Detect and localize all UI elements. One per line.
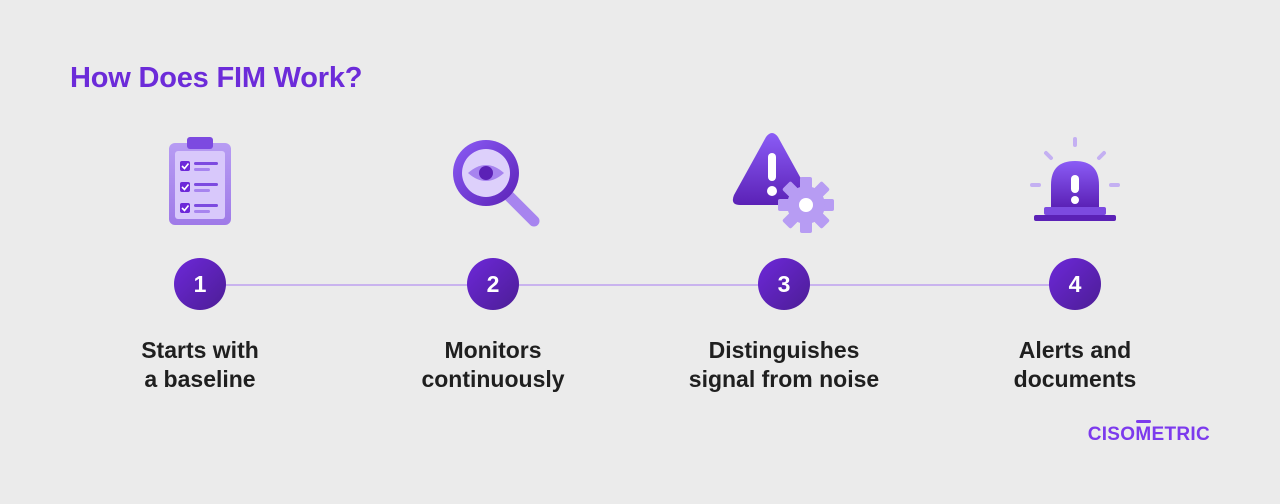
alarm-siren-icon <box>1015 120 1135 240</box>
step-1: 1 Starts with a baseline <box>50 120 350 394</box>
clipboard-checklist-icon <box>140 120 260 240</box>
step-label: Alerts and documents <box>1014 336 1137 394</box>
step-number-badge: 4 <box>1049 258 1101 310</box>
step-label: Monitors continuously <box>421 336 564 394</box>
step-label: Distinguishes signal from noise <box>689 336 879 394</box>
step-number-badge: 2 <box>467 258 519 310</box>
brand-logo-part-3: ETRIC <box>1151 424 1210 445</box>
page-title: How Does FIM Work? <box>70 62 363 94</box>
brand-logo: CISOMETRIC <box>1087 420 1210 446</box>
brand-logo-part-1: CISO <box>1087 424 1136 445</box>
step-label-line-1: Distinguishes <box>708 337 860 363</box>
step-2: 2 Monitors continuously <box>343 120 643 394</box>
step-label: Starts with a baseline <box>141 336 259 394</box>
warning-gear-icon <box>724 120 844 240</box>
step-label-line-1: Alerts and <box>1018 337 1132 363</box>
step-label-line-2: continuously <box>421 366 565 392</box>
step-label-line-1: Monitors <box>444 337 542 363</box>
step-3: 3 Distinguishes signal from noise <box>634 120 934 394</box>
timeline-connector <box>200 284 1075 286</box>
brand-logo-part-2: M <box>1135 420 1152 445</box>
step-label-line-2: signal from noise <box>688 366 880 392</box>
step-number-badge: 3 <box>758 258 810 310</box>
step-number-badge: 1 <box>174 258 226 310</box>
step-label-line-2: documents <box>1013 366 1137 392</box>
magnifier-eye-icon <box>433 120 553 240</box>
step-label-line-1: Starts with <box>141 337 259 363</box>
step-4: 4 Alerts and documents <box>925 120 1225 394</box>
step-label-line-2: a baseline <box>144 366 256 392</box>
